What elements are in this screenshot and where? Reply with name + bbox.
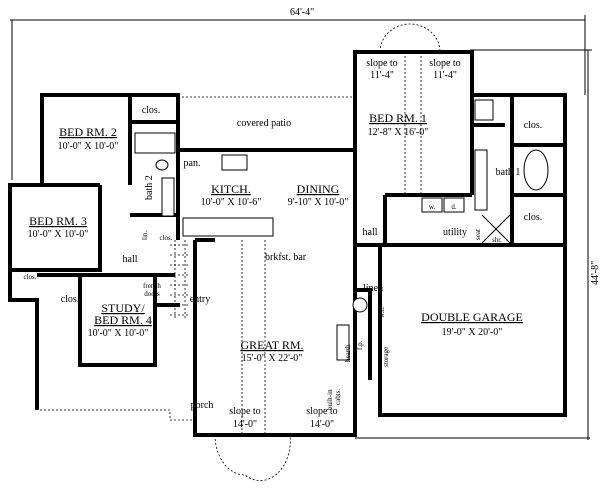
plan-label: bath 2 xyxy=(144,175,155,200)
plan-label: slope to xyxy=(229,406,260,417)
plan-label: french xyxy=(143,282,161,290)
plan-label: clos. xyxy=(23,273,36,281)
plan-label: f.p. xyxy=(356,340,364,350)
plan-label: clos. xyxy=(159,234,172,242)
plan-label: hall xyxy=(123,254,138,265)
plan-label: d. xyxy=(451,203,457,211)
depth-dimension: 44'-8" xyxy=(590,261,600,285)
plan-label: slope to xyxy=(306,406,337,417)
plan-label: porch xyxy=(191,400,214,411)
plan-label: doors xyxy=(144,290,160,298)
plan-label: slope to xyxy=(366,58,397,69)
room-name: DOUBLE GARAGE xyxy=(421,310,523,324)
room-size: 19'-0" X 20'-0" xyxy=(442,327,503,338)
plan-label: w.h. xyxy=(378,306,386,318)
room-name: BED RM. 3 xyxy=(29,214,87,228)
plan-label: lin. xyxy=(141,231,149,240)
plan-label: seat xyxy=(474,229,482,240)
dimension-lines xyxy=(10,15,592,440)
plan-label: clos. xyxy=(524,212,543,223)
plan-label: pan. xyxy=(184,158,201,169)
plan-label: built-in xyxy=(326,389,334,410)
fixtures xyxy=(134,99,549,361)
room-name: BED RM. 4 xyxy=(94,313,152,327)
room-name: STUDY/ xyxy=(101,301,145,315)
plan-label: entry xyxy=(190,294,211,305)
room-size: 10'-0" X 10'-6" xyxy=(201,197,262,208)
room-size: 10'-0" X 10'-0" xyxy=(88,328,149,339)
plan-label: shr. xyxy=(492,236,502,244)
plan-label: hall xyxy=(363,227,378,238)
room-name: DINING xyxy=(297,182,340,196)
plan-label: slope to xyxy=(429,58,460,69)
room-size: 15'-0" X 22'-0" xyxy=(242,353,303,364)
plan-label: linen xyxy=(363,283,383,294)
plan-label: 11'-4" xyxy=(433,70,457,81)
plan-label: 11'-4" xyxy=(370,70,394,81)
plan-label: bath 1 xyxy=(496,167,521,178)
room-name: GREAT RM. xyxy=(240,338,303,352)
plan-label: hearth xyxy=(344,344,352,362)
plan-label: utility xyxy=(443,227,467,238)
room-name: KITCH. xyxy=(211,182,251,196)
plan-label: 14'-0" xyxy=(310,419,334,430)
plan-label: w. xyxy=(429,203,436,211)
plan-label: cabts. xyxy=(334,389,342,405)
room-name: BED RM. 2 xyxy=(59,125,117,139)
plan-label: clos. xyxy=(524,120,543,131)
plan-label: clos. xyxy=(61,294,80,305)
plan-label: clos. xyxy=(142,105,161,116)
walls xyxy=(8,50,567,437)
width-dimension: 64'-4" xyxy=(290,7,314,18)
room-size: 9'-10" X 10'-0" xyxy=(288,197,349,208)
room-size: 12'-8" X 16'-0" xyxy=(368,127,429,138)
plan-label: brkfst. bar xyxy=(265,252,307,263)
dotted-lines xyxy=(40,23,441,481)
room-name: BED RM. 1 xyxy=(369,111,427,125)
room-size: 10'-0" X 10'-0" xyxy=(28,229,89,240)
area-labels: covered patio clos. pan. bath 2 lin. clo… xyxy=(23,58,542,430)
room-labels: BED RM. 1 12'-8" X 16'-0" BED RM. 2 10'-… xyxy=(28,111,523,364)
plan-label: storage xyxy=(382,347,390,367)
room-size: 10'-0" X 10'-0" xyxy=(58,141,119,152)
plan-label: 14'-0" xyxy=(233,419,257,430)
plan-label: covered patio xyxy=(237,118,291,129)
